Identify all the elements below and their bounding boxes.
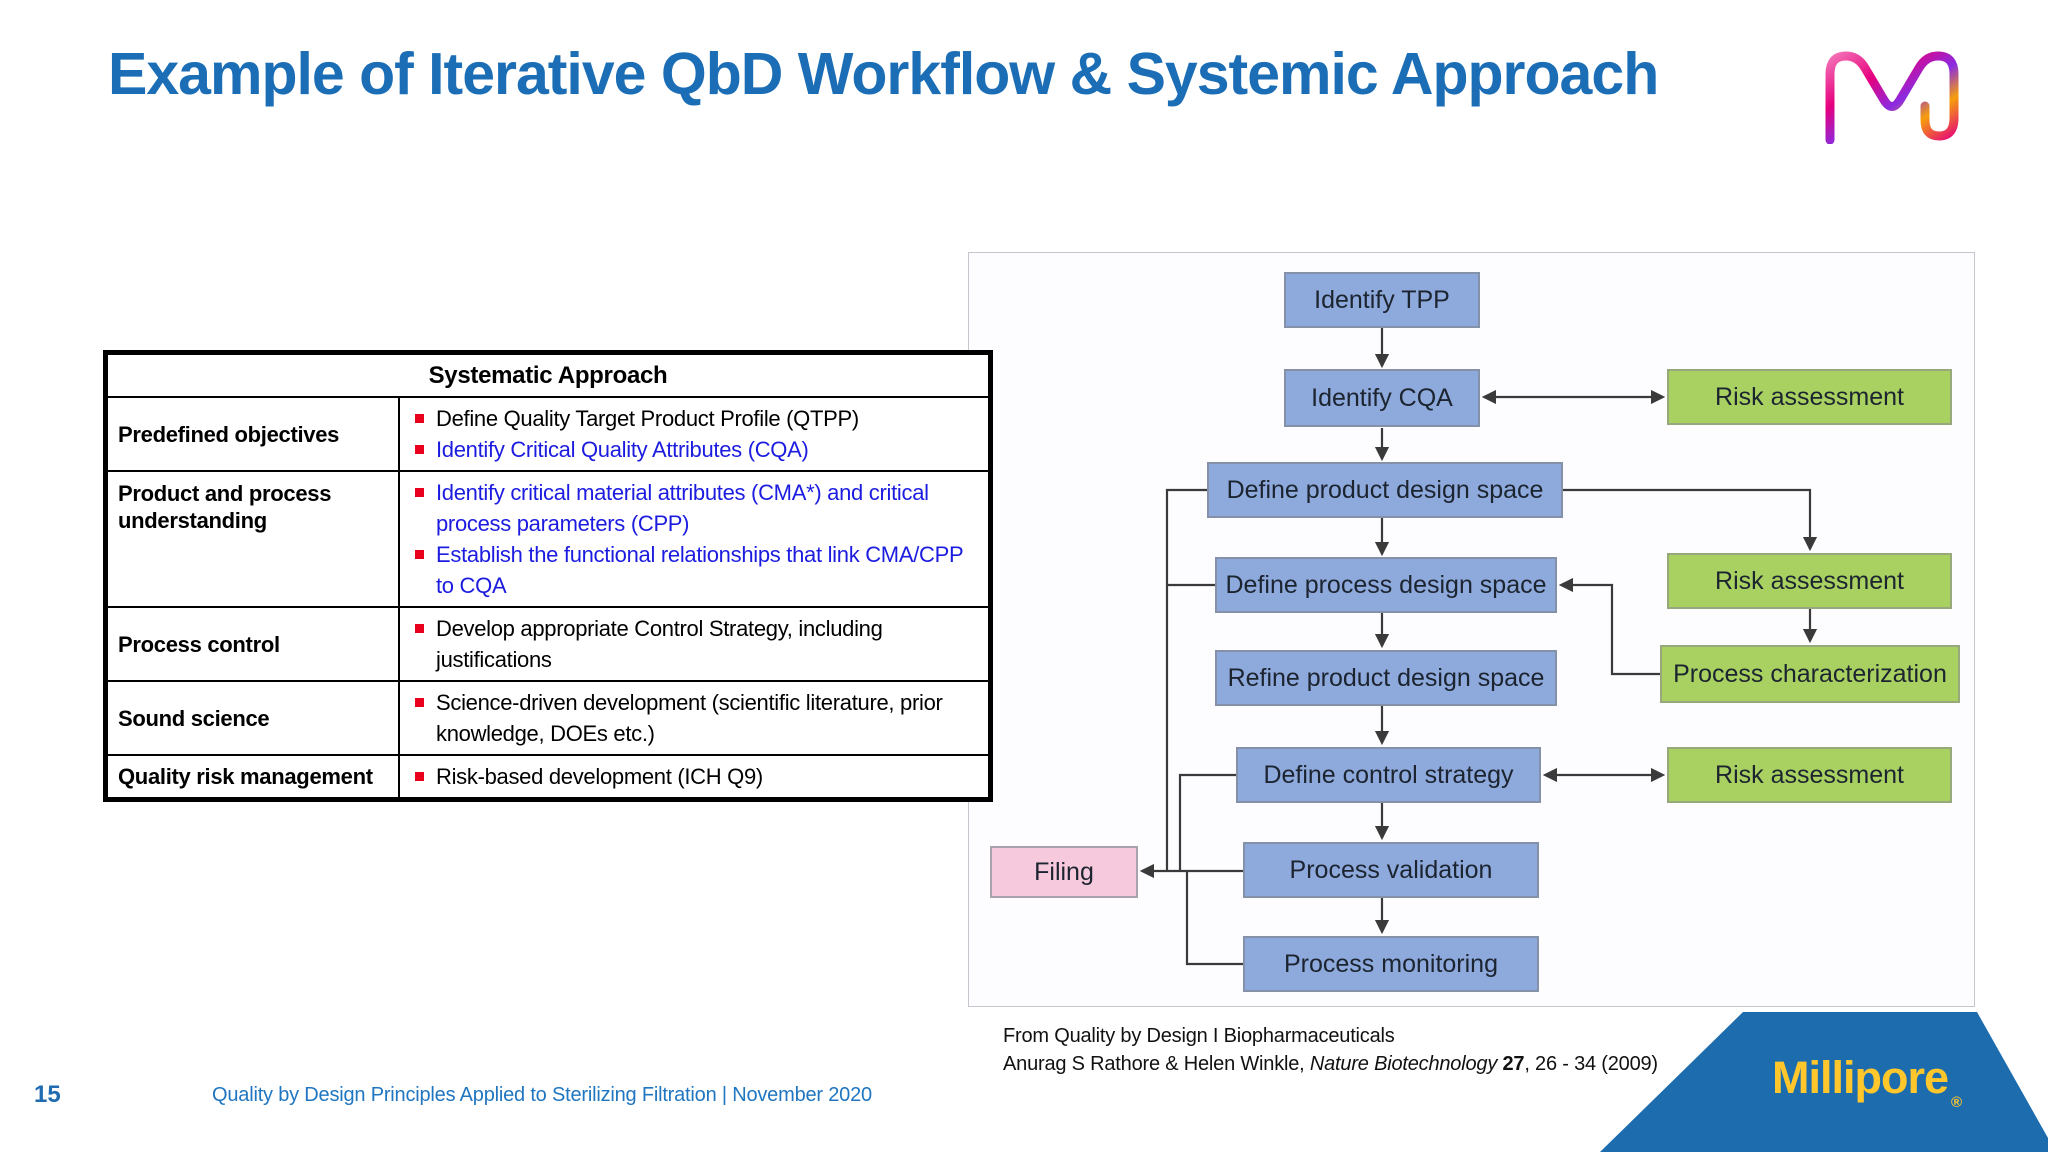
flow-node-process-characterization: Process characterization <box>1660 645 1960 703</box>
systematic-approach-table: Systematic Approach Predefined objective… <box>103 350 993 802</box>
table-header: Systematic Approach <box>428 362 668 389</box>
flow-node-define-product-ds: Define product design space <box>1207 462 1563 518</box>
millipore-wordmark: Millipore® <box>1772 1052 1962 1111</box>
row-items: Science-driven development (scientific l… <box>400 682 988 754</box>
row-label: Product and process understanding <box>108 472 400 606</box>
flow-node-identify-tpp: Identify TPP <box>1284 272 1480 328</box>
row-items: Define Quality Target Product Profile (Q… <box>400 398 988 470</box>
flow-node-identify-cqa: Identify CQA <box>1284 369 1480 427</box>
flow-edge <box>1563 488 1818 552</box>
registered-mark: ® <box>1951 1094 1962 1111</box>
flow-node-define-control-strategy: Define control strategy <box>1236 747 1541 803</box>
row-label: Sound science <box>108 682 400 754</box>
flow-node-filing: Filing <box>990 846 1138 898</box>
systematic-table-body: Predefined objectives Define Quality Targ… <box>108 396 988 797</box>
flow-node-define-process-ds: Define process design space <box>1215 557 1557 613</box>
row-items: Risk-based development (ICH Q9) <box>400 756 988 797</box>
bullet-item: Risk-based development (ICH Q9) <box>412 761 980 792</box>
row-items: Develop appropriate Control Strategy, in… <box>400 608 988 680</box>
row-items: Identify critical material attributes (C… <box>400 472 988 606</box>
flow-node-risk-assessment-1: Risk assessment <box>1667 369 1952 425</box>
bullet-item: Science-driven development (scientific l… <box>412 687 980 749</box>
citation-line1: From Quality by Design I Biopharmaceutic… <box>1003 1025 1395 1047</box>
citation-volume: 27 <box>1502 1053 1525 1075</box>
page-title: Example of Iterative QbD Workflow & Syst… <box>108 41 1659 107</box>
flow-edge <box>1165 488 1207 871</box>
flow-node-risk-assessment-3: Risk assessment <box>1667 747 1952 803</box>
flow-node-process-monitoring: Process monitoring <box>1243 936 1539 992</box>
flow-node-process-validation: Process validation <box>1243 842 1539 898</box>
table-row: Quality risk management Risk-based develo… <box>108 754 988 797</box>
flow-edge <box>1558 577 1660 676</box>
bullet-item: Develop appropriate Control Strategy, in… <box>412 613 980 675</box>
flow-edge <box>1178 773 1236 871</box>
bullet-item: Establish the functional relationships t… <box>412 539 980 601</box>
merck-m-logo-icon <box>1825 51 1959 144</box>
edge-group <box>1139 328 1818 966</box>
citation-journal: Nature Biotechnology <box>1309 1053 1503 1075</box>
flowchart-edges <box>1139 328 1818 966</box>
flow-edge <box>1185 871 1243 966</box>
flow-node-risk-assessment-2: Risk assessment <box>1667 553 1952 609</box>
bullet-item: Identify Critical Quality Attributes (CQ… <box>412 434 980 465</box>
row-label: Quality risk management <box>108 756 400 797</box>
bullet-item: Identify critical material attributes (C… <box>412 477 980 539</box>
flow-node-refine-product-ds: Refine product design space <box>1215 650 1557 706</box>
row-label: Predefined objectives <box>108 398 400 470</box>
footer-text: Quality by Design Principles Applied to … <box>212 1084 872 1106</box>
millipore-banner <box>1600 1012 2048 1152</box>
citation: From Quality by Design I Biopharmaceutic… <box>1003 1022 1658 1078</box>
bullet-item: Define Quality Target Product Profile (Q… <box>412 403 980 434</box>
table-row: Predefined objectives Define Quality Targ… <box>108 396 988 470</box>
row-label: Process control <box>108 608 400 680</box>
citation-line2: Anurag S Rathore & Helen Winkle, Nature … <box>1003 1053 1658 1075</box>
banner-shape <box>1600 1012 2048 1152</box>
page-number: 15 <box>34 1081 61 1108</box>
